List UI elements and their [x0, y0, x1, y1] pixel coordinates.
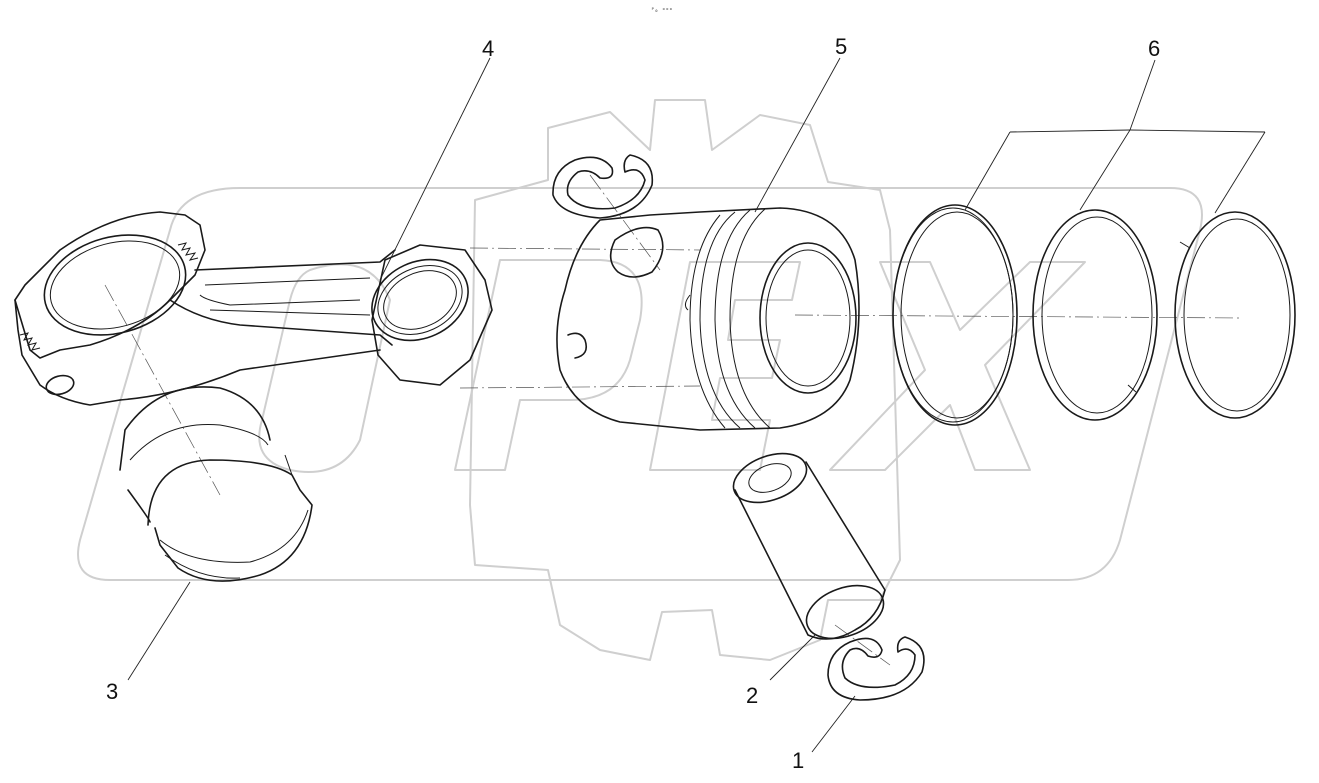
leader-6-f: [1214, 131, 1266, 214]
watermark-letter-x: [829, 261, 1086, 471]
bearing-shells: [119, 386, 313, 582]
watermark-logo: [77, 99, 1203, 661]
connecting-rod: [14, 211, 493, 406]
watermark-gear: [469, 99, 901, 661]
callout-labels: 1 2 3 4 5 6: [106, 34, 1160, 773]
callout-1: 1: [792, 748, 804, 773]
watermark-frame: [77, 187, 1203, 581]
callout-6: 6: [1148, 36, 1160, 61]
leader-lines: [127, 57, 1266, 753]
leader-6-e: [1079, 129, 1131, 211]
leader-6-d: [964, 131, 1011, 211]
leader-4: [379, 57, 491, 281]
callout-4: 4: [482, 36, 494, 61]
leader-1: [811, 695, 856, 753]
leader-3: [127, 581, 191, 681]
leader-5: [754, 57, 841, 213]
callout-2: 2: [746, 683, 758, 708]
piston: [556, 207, 860, 431]
drawing-code: ᴾ₀ ᵒᵒᵒ: [651, 7, 673, 14]
piston-pin: [732, 452, 886, 640]
watermark-letter-o: [258, 263, 391, 473]
center-lines: [104, 174, 1241, 666]
piston-ring-1: [892, 204, 1018, 426]
piston-rings: [892, 204, 1296, 426]
callout-5: 5: [835, 34, 847, 59]
circlip-lower: [827, 636, 925, 701]
watermark-letter-e: [649, 261, 801, 471]
leader-2: [769, 634, 816, 681]
leader-6-b: [1129, 129, 1266, 133]
piston-ring-3: [1174, 211, 1296, 419]
circlip-upper: [552, 154, 654, 219]
callout-3: 3: [106, 679, 118, 704]
piston-ring-2: [1032, 209, 1158, 421]
watermark-letter-p: [454, 259, 643, 471]
leader-6-c: [1129, 59, 1156, 131]
leader-6-a: [1009, 129, 1131, 133]
